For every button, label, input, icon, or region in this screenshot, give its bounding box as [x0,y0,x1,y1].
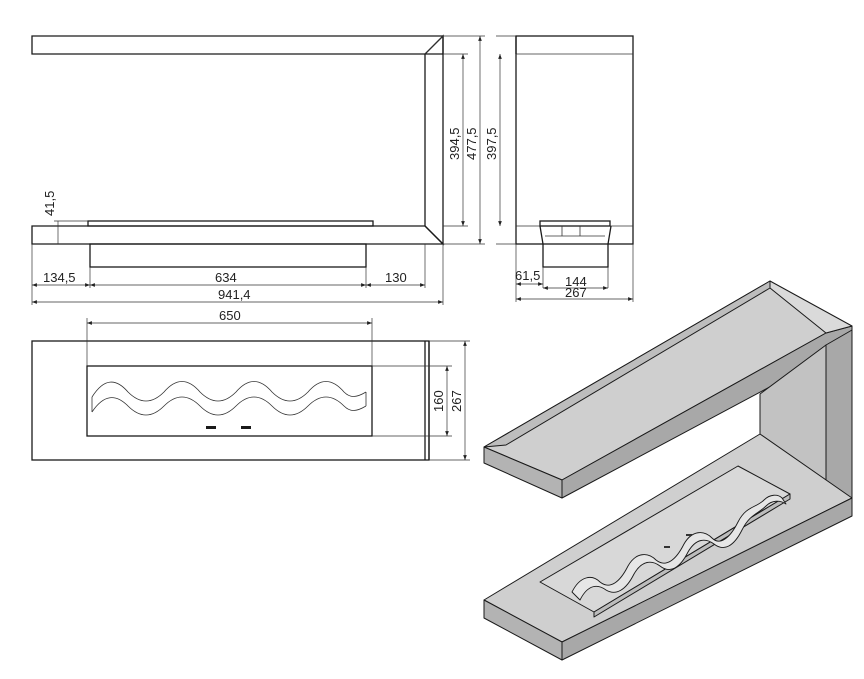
side-burner-top [539,220,611,227]
top-control-right [241,426,251,429]
front-right-wall [424,34,444,246]
dim-top-total-depth: 267 [449,390,464,412]
dim-top-burner-length: 650 [219,308,241,323]
front-view: 41,5 134,5 634 130 941,4 394,5 477,5 [31,34,485,305]
iso-wall-outer [825,329,853,499]
side-view: 397,5 61,5 144 267 [484,35,634,302]
top-wave-lower [91,396,367,416]
side-body [515,35,634,245]
dim-side-burner-depth: 144 [565,274,587,289]
dim-side-total-depth: 267 [565,285,587,300]
dim-inner-height: 394,5 [447,127,462,160]
isometric-view [483,280,853,661]
top-view: 650 160 267 [31,308,470,461]
dim-front-offset: 61,5 [515,268,540,283]
dim-top-burner-depth: 160 [431,390,446,412]
top-control-left [206,426,216,429]
dim-burner-width: 634 [215,270,237,285]
iso-burner-wave [571,494,787,601]
top-burner [86,365,373,437]
front-base-slab [31,225,445,245]
dim-left-offset: 134,5 [43,270,76,285]
dim-total-width: 941,4 [218,287,251,302]
top-wave-upper [91,381,367,402]
front-top-shelf [31,35,444,55]
dim-right-offset: 130 [385,270,407,285]
iso-base-side [561,497,853,661]
dim-outer-height: 477,5 [464,127,479,160]
side-burner-box [539,225,612,268]
top-outline [31,340,430,461]
front-burner-box [89,243,367,268]
dim-burner-height: 41,5 [42,191,57,216]
front-burner-top [87,220,374,227]
dim-side-height: 397,5 [484,127,499,160]
